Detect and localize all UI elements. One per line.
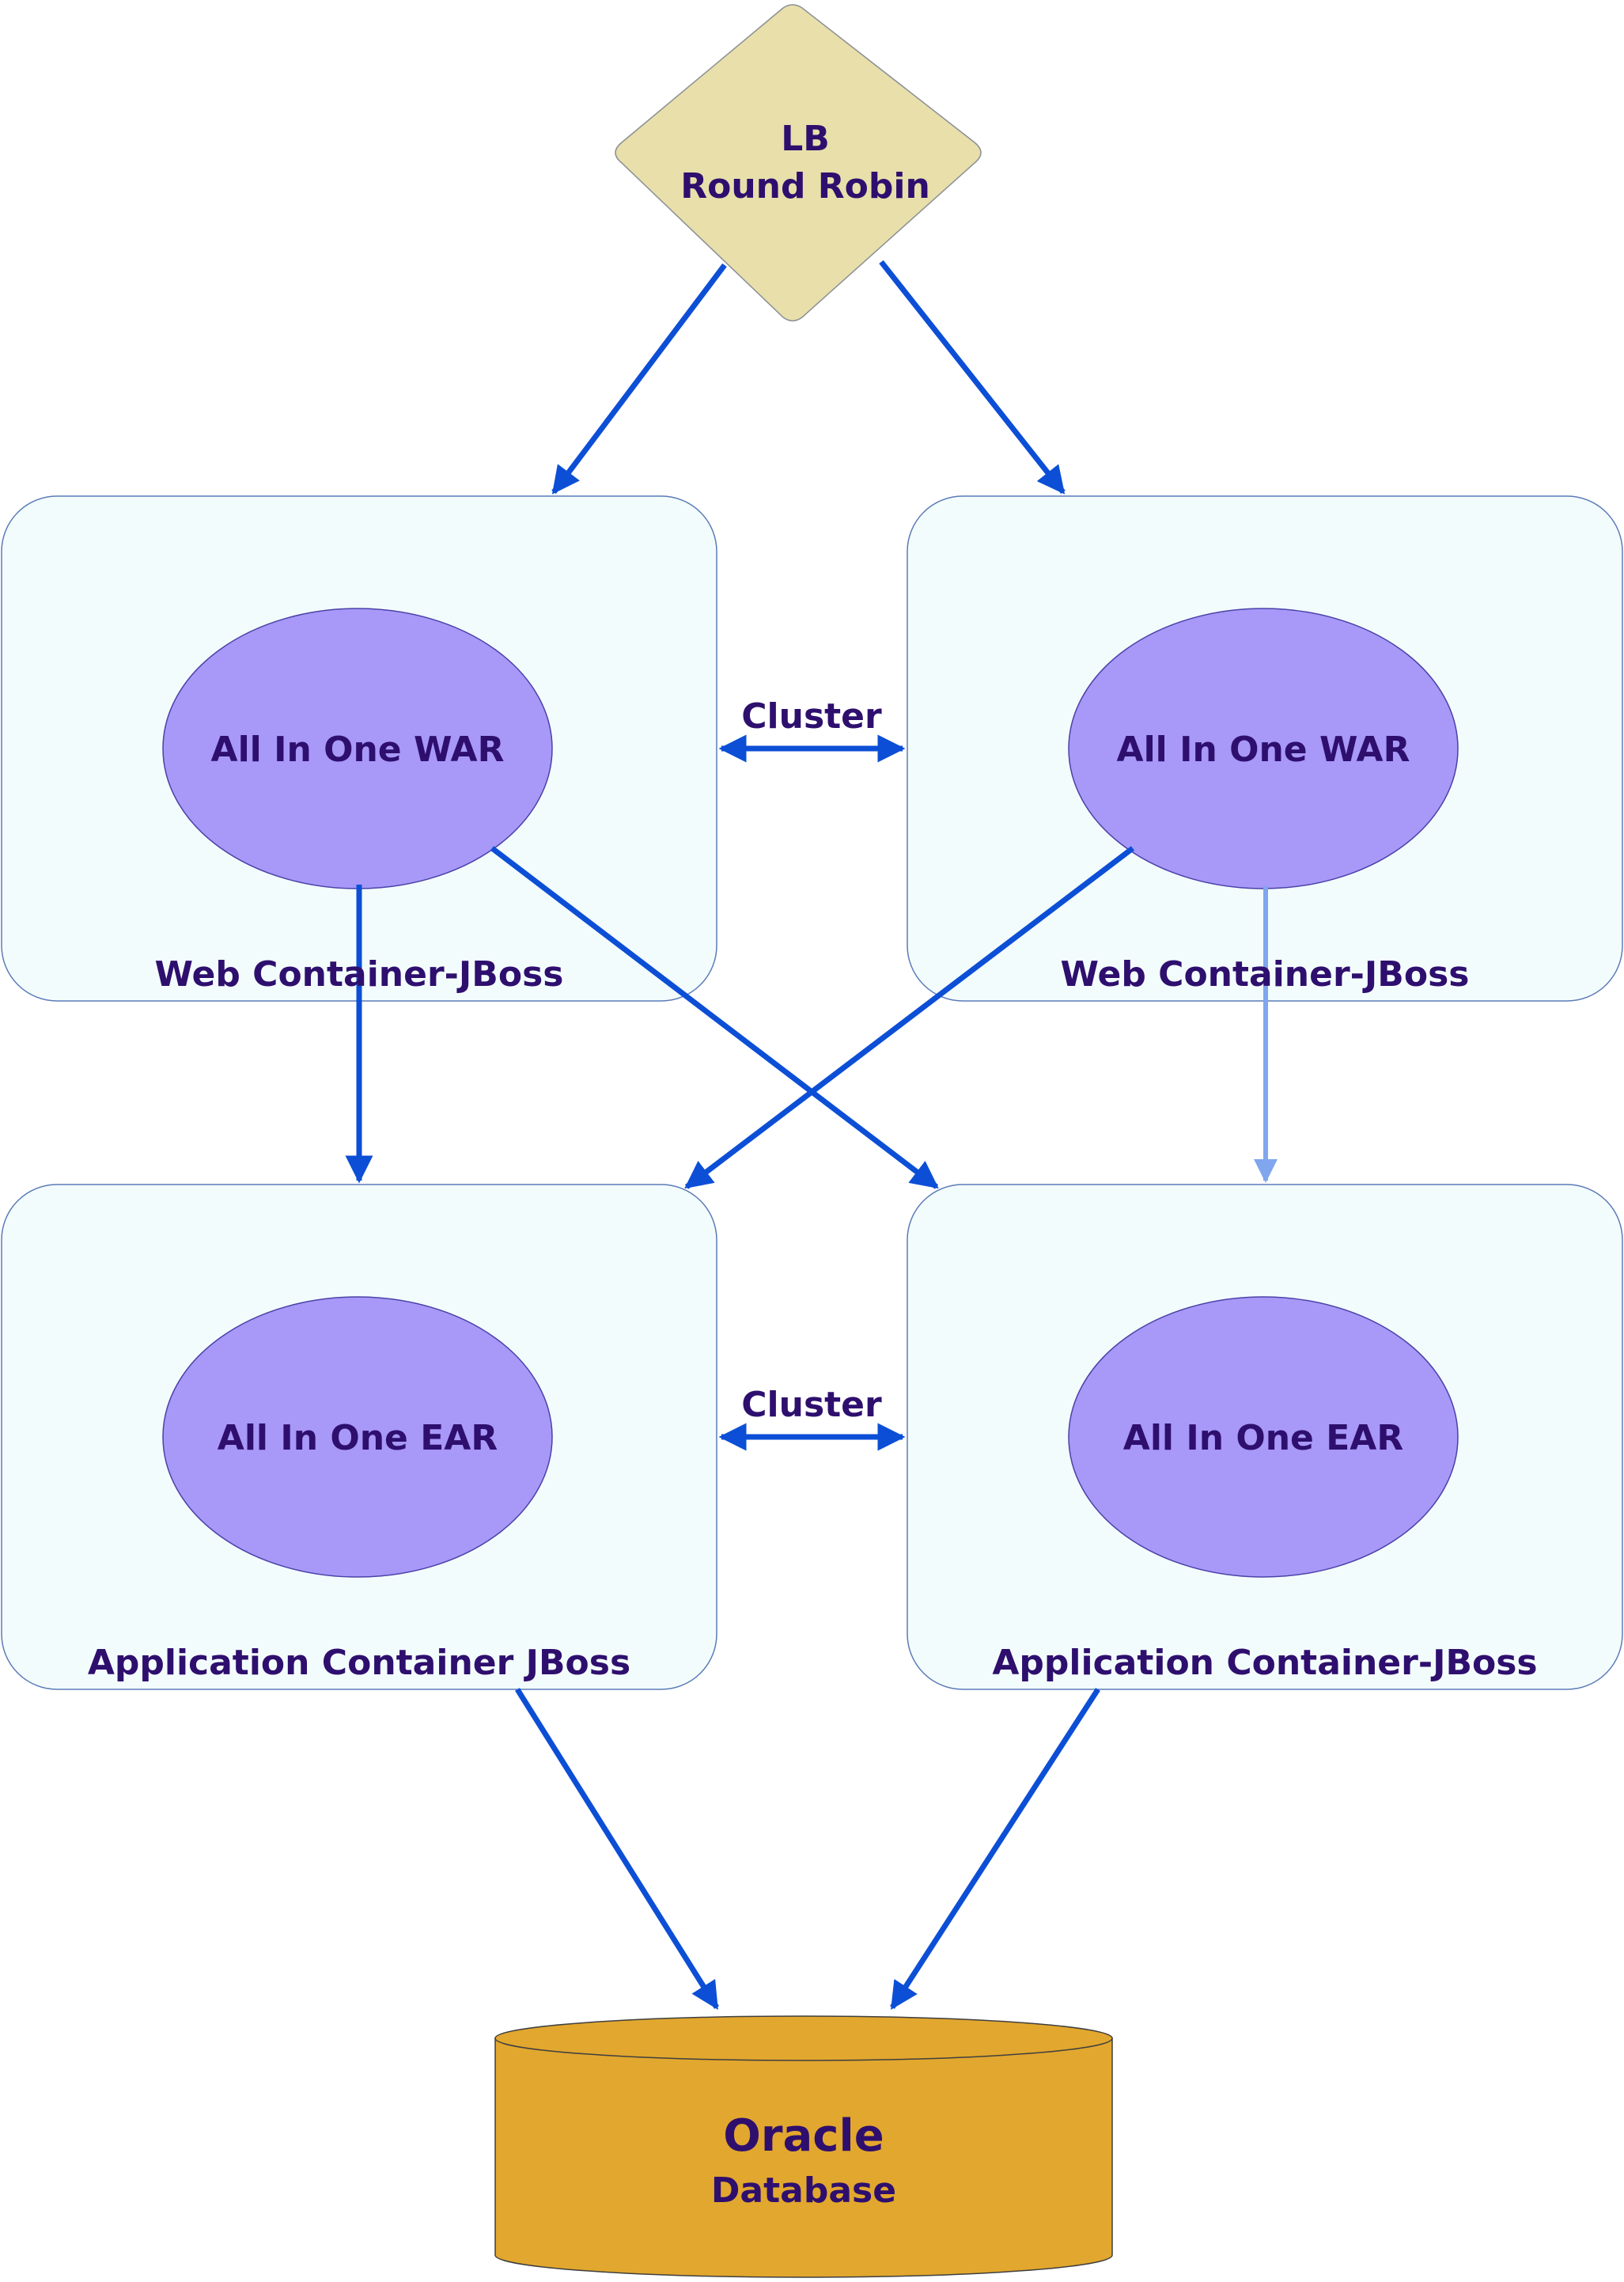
lb-subtitle: Round Robin: [680, 166, 930, 207]
arrow-app-right-to-db: [890, 1688, 1100, 2010]
arrow-war-right-to-app-left: [684, 846, 1135, 1189]
arrow-lb-to-web-left: [551, 263, 727, 495]
web-container-left-label: Web Container-JBoss: [155, 954, 564, 995]
arrow-app-left-to-db: [515, 1688, 719, 2010]
ear-module-left-label: All In One EAR: [218, 1418, 498, 1458]
arrow-lb-to-web-right: [879, 260, 1066, 495]
war-module-left-label: All In One WAR: [211, 730, 505, 770]
ear-module-left: [162, 1296, 553, 1578]
web-cluster-label: Cluster: [741, 696, 882, 737]
app-container-left-label: Application Container JBoss: [88, 1643, 630, 1683]
ear-module-right-label: All In One EAR: [1123, 1418, 1403, 1458]
ear-module-right: [1068, 1296, 1459, 1578]
load-balancer-diamond: [615, 4, 982, 322]
app-cluster-label: Cluster: [741, 1385, 882, 1425]
app-container-right-label: Application Container-JBoss: [992, 1643, 1537, 1683]
database-subtitle: Database: [711, 2170, 896, 2211]
arrow-war-left-to-app-right: [490, 846, 939, 1189]
database-name: Oracle: [723, 2110, 884, 2162]
web-container-right-label: Web Container-JBoss: [1061, 954, 1470, 995]
war-module-right-label: All In One WAR: [1117, 730, 1410, 770]
lb-title: LB: [781, 119, 830, 159]
database-cylinder: [494, 2015, 1113, 2278]
